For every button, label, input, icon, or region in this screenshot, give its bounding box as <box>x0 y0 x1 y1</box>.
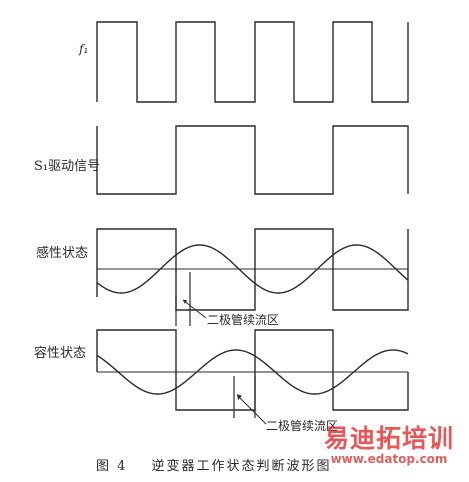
s1-drive-signal-wave <box>96 125 409 195</box>
f1-label: f₁ <box>79 42 89 56</box>
watermark-brand: 易迪拓培训 <box>323 424 454 453</box>
diode-region-2-leader <box>239 397 267 425</box>
watermark: 易迪拓培训 www.edatop.com <box>314 424 464 466</box>
watermark-url: www.edatop.com <box>330 452 448 466</box>
inductive-current-sine <box>96 244 409 294</box>
inductive-state-label: 感性状态 <box>36 246 89 261</box>
capacitive-voltage-square-wave <box>96 329 409 411</box>
figure-number: 图 4 <box>96 459 128 474</box>
diode-region-1-label: 二极管续流区 <box>207 313 280 327</box>
f1-square-wave <box>96 21 409 103</box>
figure-caption: 图 4 逆变器工作状态判断波形图 <box>96 455 332 474</box>
diode-region-1-arrow-icon <box>183 300 187 304</box>
capacitive-state-label: 容性状态 <box>34 346 87 361</box>
diode-region-2-arrow-icon <box>237 394 242 400</box>
diode-region-2-label: 二极管续流区 <box>266 419 339 433</box>
drive-signal-label: S₁驱动信号 <box>34 159 101 174</box>
diode-region-1-leader <box>182 299 207 319</box>
figure-title: 逆变器工作状态判断波形图 <box>151 459 332 474</box>
capacitive-current-sine <box>96 349 409 395</box>
